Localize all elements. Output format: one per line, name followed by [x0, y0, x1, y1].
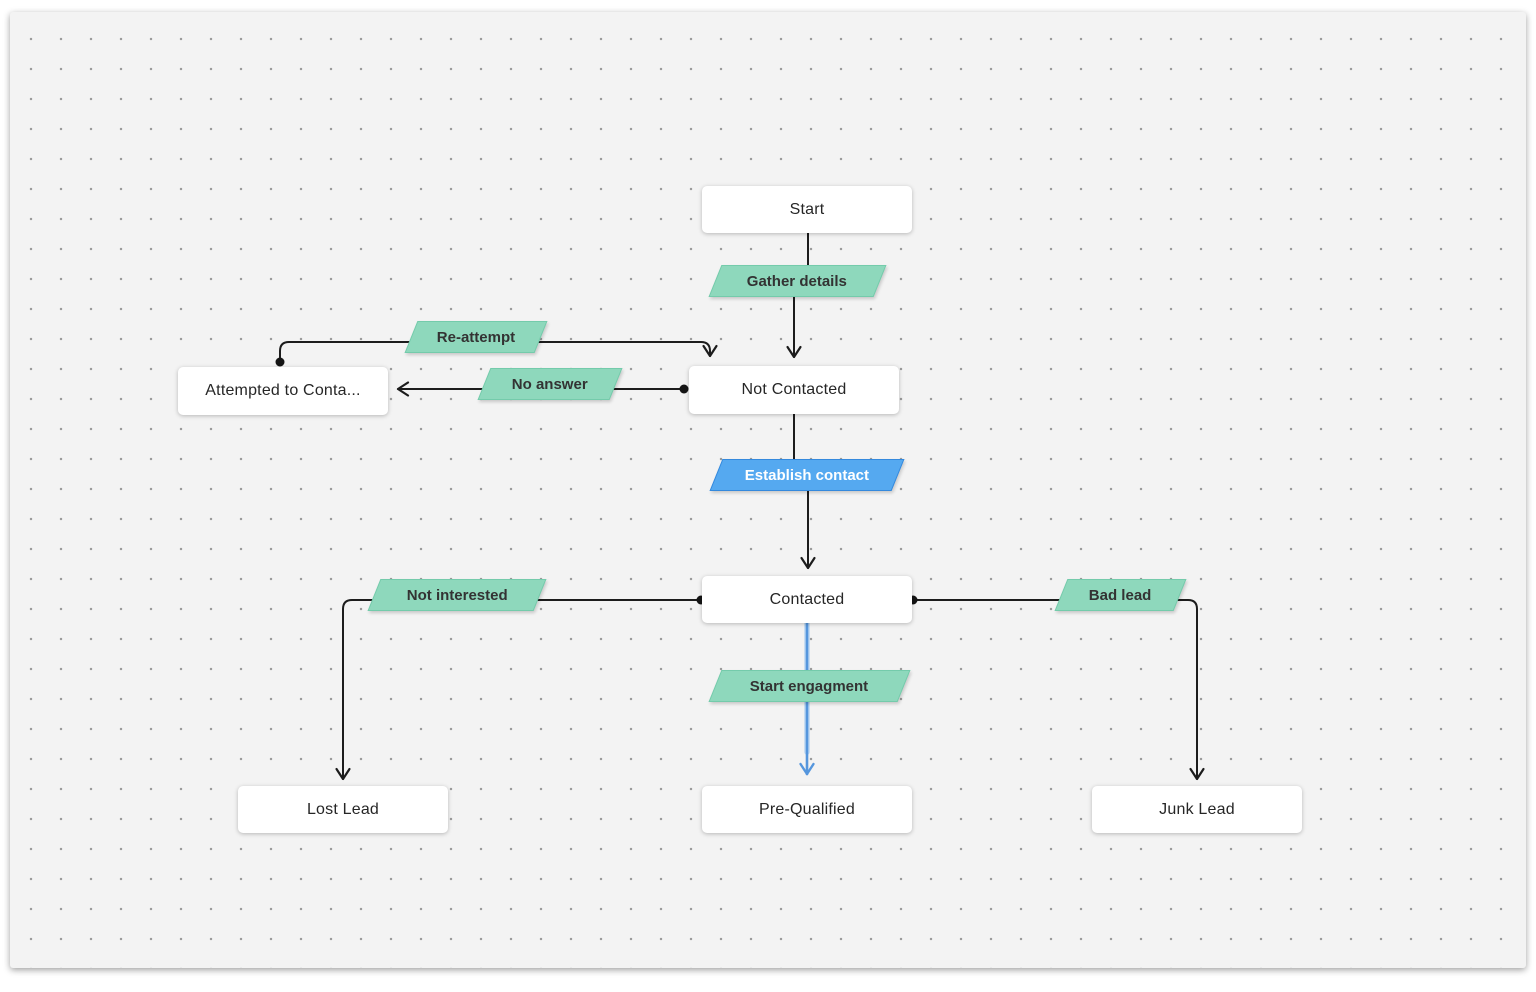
edge-label-gather-details[interactable]: Gather details [708, 265, 887, 297]
node-lost-lead[interactable]: Lost Lead [238, 786, 448, 833]
edge-label-bad-lead[interactable]: Bad lead [1054, 579, 1187, 611]
edge-label-text: No answer [512, 375, 588, 393]
node-label: Contacted [769, 590, 845, 608]
node-label: Attempted to Conta... [205, 382, 361, 399]
node-not-contacted[interactable]: Not Contacted [689, 366, 899, 414]
edge-label-establish-contact[interactable]: Establish contact [709, 459, 905, 491]
node-junk-lead[interactable]: Junk Lead [1092, 786, 1302, 833]
connectors-layer [275, 232, 1205, 781]
node-attempted-to-contact[interactable]: Attempted to Conta... [178, 367, 388, 415]
node-start[interactable]: Start [702, 186, 912, 233]
edge-label-text: Establish contact [744, 466, 870, 484]
edge-label-text: Bad lead [1089, 586, 1152, 604]
node-label: Junk Lead [1159, 800, 1235, 818]
edge-not-interested[interactable] [335, 595, 706, 781]
node-pre-qualified[interactable]: Pre-Qualified [702, 786, 912, 833]
edge-bad-lead[interactable] [908, 595, 1205, 781]
node-label: Not Contacted [741, 381, 847, 398]
edge-label-text: Gather details [747, 272, 848, 290]
node-label: Start [789, 200, 825, 218]
edge-label-text: Start engagment [750, 677, 869, 695]
edge-label-re-attempt[interactable]: Re-attempt [404, 321, 548, 353]
edge-establish-contact[interactable] [793, 413, 816, 570]
edge-label-text: Re-attempt [436, 328, 516, 346]
edge-source-dot [275, 357, 285, 367]
edge-label-no-answer[interactable]: No answer [477, 368, 623, 400]
edge-label-text: Not interested [406, 586, 508, 604]
node-contacted[interactable]: Contacted [702, 576, 912, 623]
edge-source-dot [679, 384, 689, 394]
node-label: Lost Lead [306, 800, 380, 818]
flowchart-canvas[interactable]: Start Not Contacted Attempted to Conta..… [10, 12, 1526, 968]
edge-label-start-engagment[interactable]: Start engagment [708, 670, 911, 702]
node-label: Pre-Qualified [759, 800, 855, 818]
edge-label-not-interested[interactable]: Not interested [367, 579, 547, 611]
